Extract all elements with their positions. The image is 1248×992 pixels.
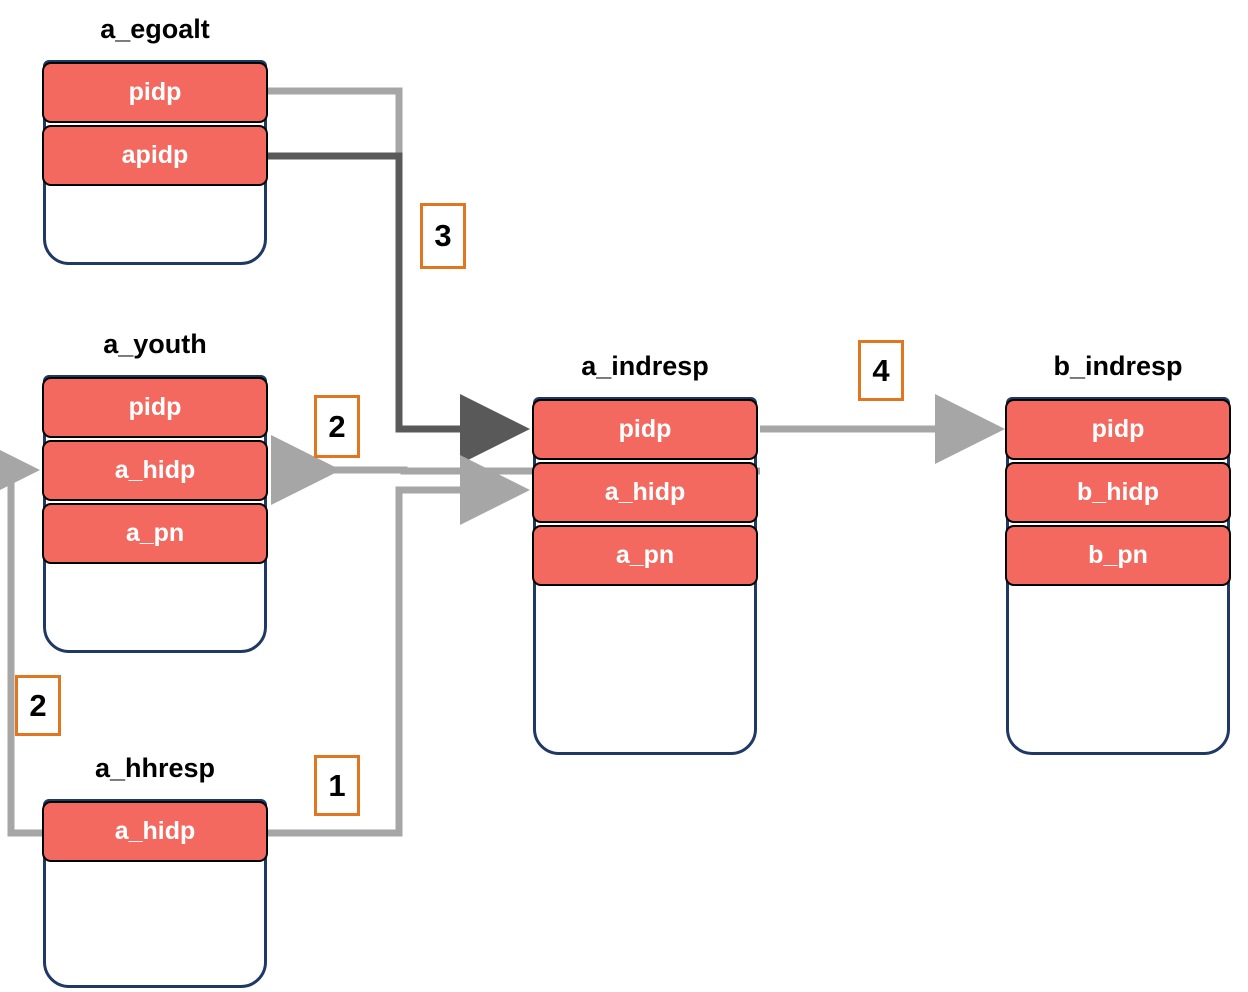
link-tag-4[interactable]: 4 [858, 340, 904, 401]
link-tag-3[interactable]: 3 [420, 203, 466, 269]
entity-a_egoalt[interactable]: a_egoalt pidp apidp [42, 14, 268, 265]
field-a_hhresp-a_hidp[interactable]: a_hidp [42, 801, 268, 862]
field-a_egoalt-apidp[interactable]: apidp [42, 125, 268, 186]
field-b_indresp-pidp[interactable]: pidp [1005, 399, 1231, 460]
entity-b_indresp[interactable]: b_indresp pidp b_hidp b_pn [1005, 351, 1231, 755]
field-b_indresp-b_hidp[interactable]: b_hidp [1005, 462, 1231, 523]
connector-link-1 [268, 455, 530, 837]
entity-a_youth[interactable]: a_youth pidp a_hidp a_pn [42, 329, 268, 653]
field-a_youth-a_pn[interactable]: a_pn [42, 503, 268, 564]
field-a_indresp-a_hidp[interactable]: a_hidp [532, 462, 758, 523]
field-a_youth-a_hidp[interactable]: a_hidp [42, 440, 268, 501]
connector-link-2-hhresp-youth [0, 435, 56, 837]
link-tag-1[interactable]: 1 [314, 755, 360, 816]
entity-title-b_indresp: b_indresp [1053, 351, 1183, 381]
field-a_egoalt-pidp[interactable]: pidp [42, 62, 268, 123]
link-tag-2-middle[interactable]: 2 [314, 395, 360, 458]
field-b_indresp-b_pn[interactable]: b_pn [1005, 525, 1231, 586]
entity-title-a_indresp: a_indresp [581, 351, 709, 381]
field-a_indresp-pidp[interactable]: pidp [532, 399, 758, 460]
connector-link-3 [268, 87, 530, 464]
entity-title-a_egoalt: a_egoalt [100, 14, 210, 44]
entity-a_hhresp[interactable]: a_hhresp a_hidp [42, 753, 268, 988]
link-tag-2-left[interactable]: 2 [15, 675, 61, 736]
entity-title-a_youth: a_youth [103, 329, 207, 359]
entity-title-a_hhresp: a_hhresp [94, 753, 216, 783]
field-a_indresp-a_pn[interactable]: a_pn [532, 525, 758, 586]
entity-a_indresp[interactable]: a_indresp pidp a_hidp a_pn [532, 351, 758, 755]
field-a_youth-pidp[interactable]: pidp [42, 377, 268, 438]
